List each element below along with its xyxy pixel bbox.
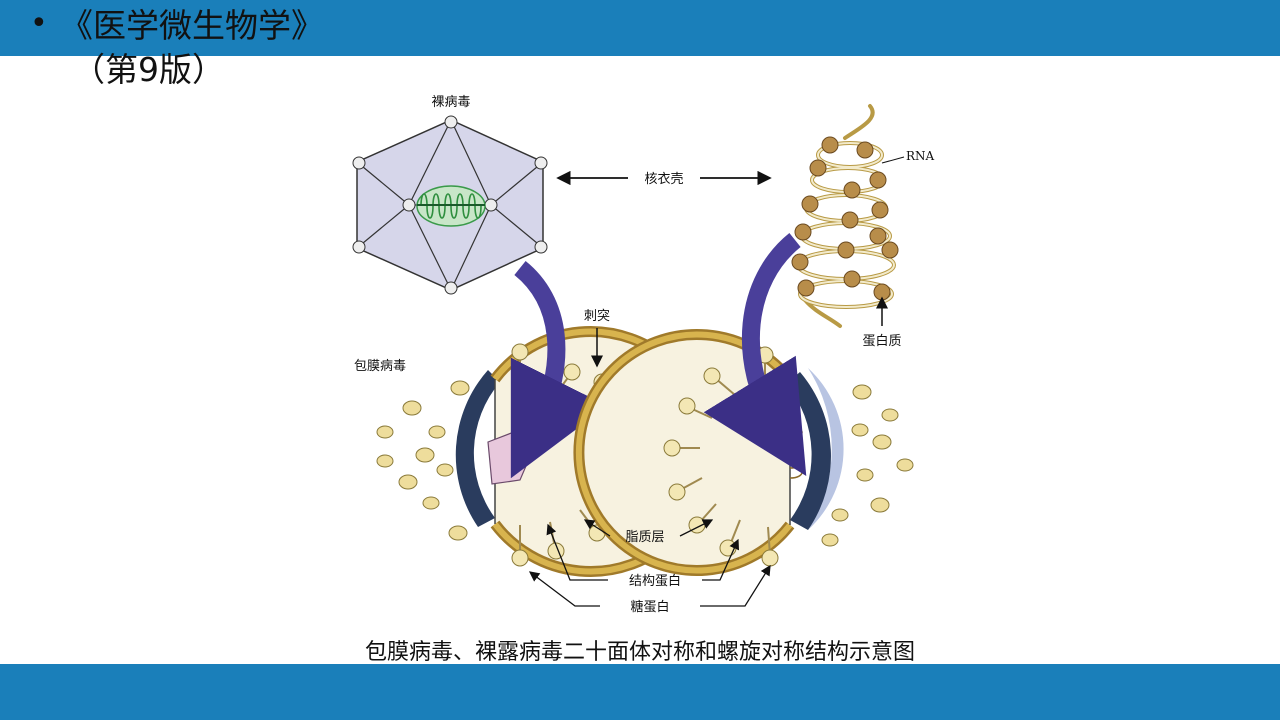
- label-structural-protein: 结构蛋白: [629, 573, 681, 589]
- capsid-to-envelope-arrow-left: [510, 260, 608, 479]
- rna-pointer-line: [881, 156, 905, 164]
- bullet-marker: •: [30, 6, 48, 41]
- bottom-footer-band: [0, 664, 1280, 720]
- label-lipid-layer: 脂质层: [625, 530, 664, 545]
- helical-nucleocapsid: [791, 104, 899, 328]
- nucleic-acid-coil-icon: [416, 185, 486, 227]
- virus-structure-diagram: 裸病毒 核衣壳 RNA 刺突 蛋白质 包膜病毒 脂质层 结构蛋白 糖蛋白: [330, 76, 945, 621]
- label-protein: 蛋白质: [862, 333, 901, 349]
- helical-core-icon: [789, 428, 803, 479]
- capsid-to-envelope-arrow-right: [703, 232, 807, 477]
- slide-title: 《医学微生物学》: [60, 6, 324, 45]
- label-capsid: 核衣壳: [644, 171, 683, 187]
- label-spike: 刺突: [584, 308, 610, 324]
- top-header-band: [0, 0, 1280, 56]
- figure-caption: 包膜病毒、裸露病毒二十面体对称和螺旋对称结构示意图: [364, 640, 915, 665]
- label-rna: RNA: [906, 149, 935, 163]
- label-leader-lines: [528, 519, 771, 607]
- label-naked-virus: 裸病毒: [431, 95, 470, 110]
- slide-subtitle: （第9版）: [72, 50, 225, 89]
- label-enveloped-virus: 包膜病毒: [354, 359, 406, 374]
- label-glycoprotein: 糖蛋白: [630, 599, 669, 615]
- icosahedral-naked-virus: [352, 115, 548, 295]
